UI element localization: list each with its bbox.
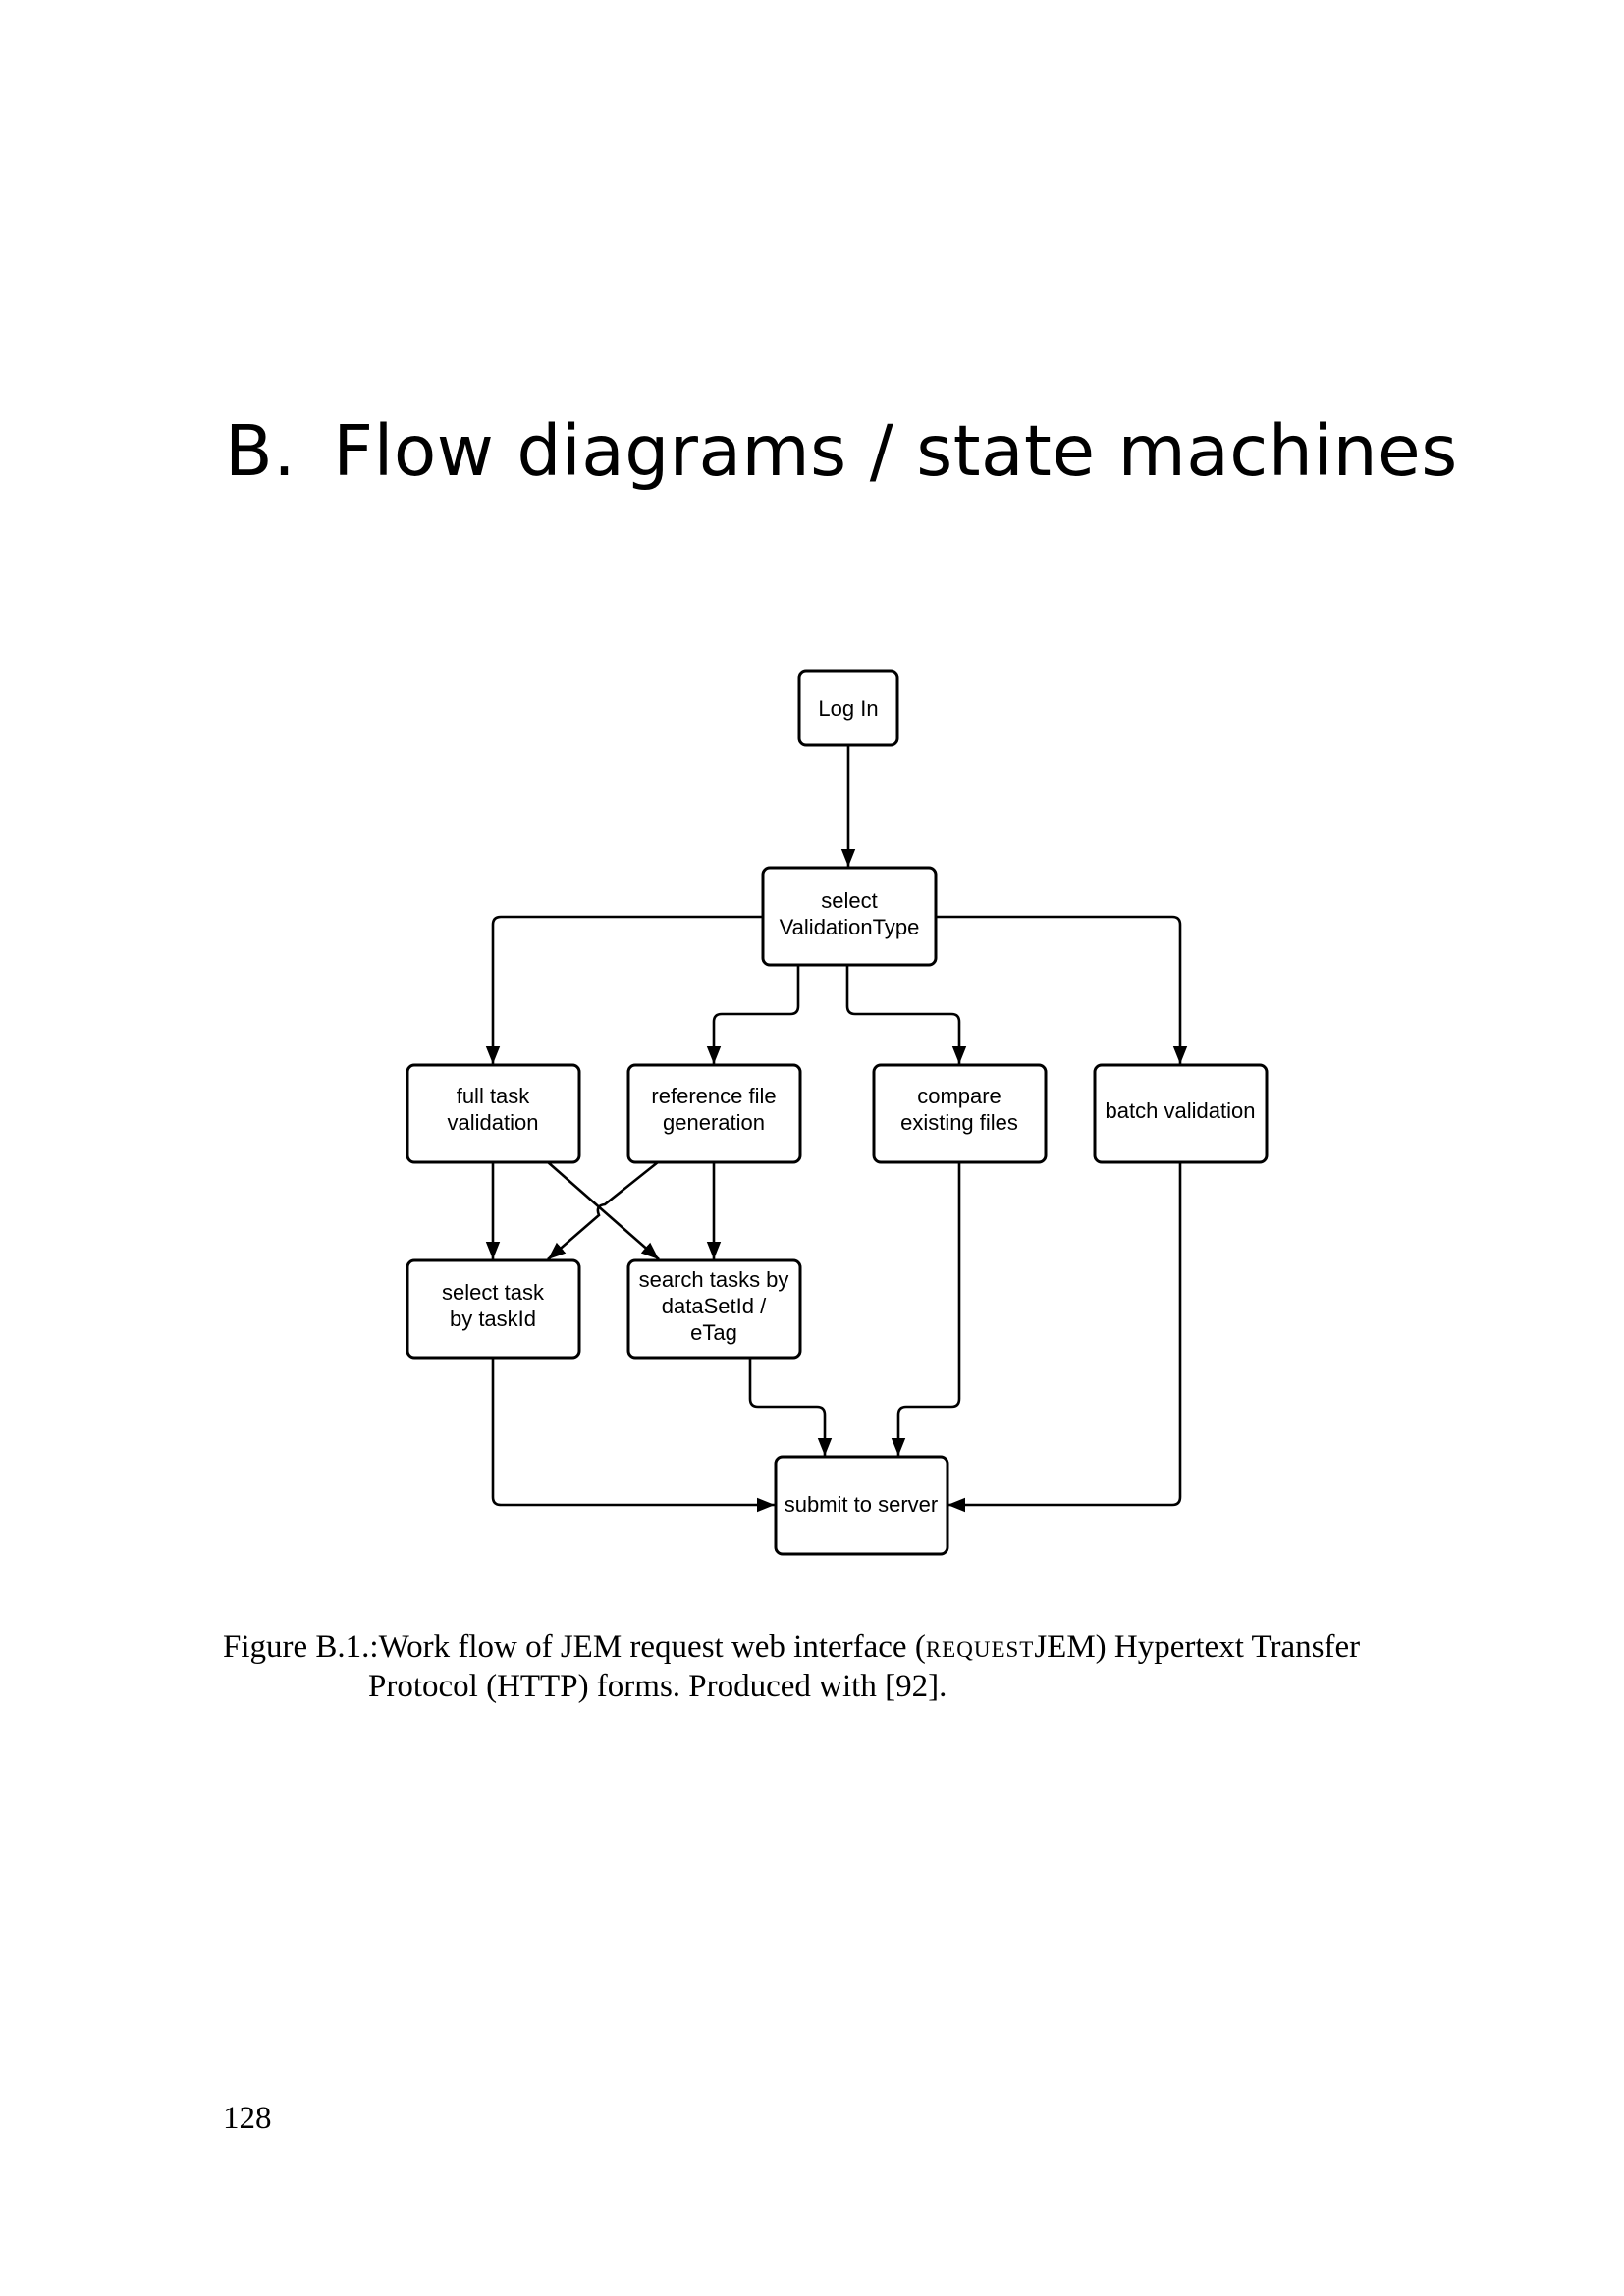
node-full-task-validation: full task validation — [406, 1063, 581, 1164]
node-label: select task — [442, 1280, 545, 1305]
node-select-task-by-taskid: select task by taskId — [406, 1258, 581, 1360]
page-number: 128 — [223, 2101, 272, 2136]
node-label: Log In — [818, 696, 878, 721]
node-login: Log In — [797, 669, 899, 747]
node-label: full task — [457, 1084, 531, 1108]
node-label: eTag — [690, 1320, 737, 1345]
caption-smallcaps: request — [925, 1629, 1035, 1665]
node-label: dataSetId / — [662, 1294, 767, 1318]
node-label: submit to server — [785, 1492, 939, 1517]
figure-caption: Figure B.1.: Work flow of JEM request we… — [223, 1628, 1470, 1706]
edge-batch-to-submit — [947, 1162, 1182, 1513]
node-batch-validation: batch validation — [1093, 1063, 1269, 1164]
node-label: compare — [917, 1084, 1001, 1108]
node-label: existing files — [900, 1110, 1018, 1135]
appendix-heading: B. Flow diagrams / state machines — [225, 410, 1458, 492]
edge-select-validation-to-batch — [936, 915, 1188, 1064]
node-compare-existing-files: compare existing files — [872, 1063, 1048, 1164]
node-submit-to-server: submit to server — [774, 1455, 949, 1556]
node-label: ValidationType — [780, 915, 920, 939]
node-select-validation-type: select ValidationType — [761, 866, 938, 967]
edge-select-validation-to-compare-files — [845, 965, 967, 1064]
node-label: validation — [448, 1110, 539, 1135]
figure-label: Figure B.1.: — [223, 1629, 379, 1665]
appendix-number: B. — [225, 410, 297, 492]
edges — [485, 745, 1188, 1513]
node-label: reference file — [651, 1084, 776, 1108]
node-search-tasks: search tasks by dataSetId / eTag — [626, 1258, 802, 1360]
edge-compare-files-to-submit — [891, 1162, 961, 1456]
appendix-title: Flow diagrams / state machines — [333, 410, 1458, 492]
edge-search-tasks-to-submit — [748, 1358, 833, 1456]
node-label: search tasks by — [639, 1267, 789, 1292]
node-label: select — [821, 888, 877, 913]
edge-reference-file-to-select-task — [547, 1160, 659, 1260]
edge-full-task-to-search-tasks — [547, 1161, 660, 1260]
node-label: batch validation — [1106, 1098, 1256, 1123]
caption-text-part: JEM) Hypertext Transfer Protocol (HTTP) … — [368, 1629, 1361, 1704]
node-label: by taskId — [450, 1307, 536, 1331]
edge-select-validation-to-reference-file — [706, 965, 800, 1064]
caption-text-part: Work flow of JEM request web interface ( — [378, 1629, 926, 1665]
caption-text: Work flow of JEM request web interface (… — [368, 1628, 1470, 1706]
edge-select-task-to-submit — [491, 1358, 775, 1513]
node-label: generation — [663, 1110, 765, 1135]
edge-select-validation-to-full-task — [485, 915, 762, 1064]
node-reference-file-generation: reference file generation — [626, 1063, 802, 1164]
